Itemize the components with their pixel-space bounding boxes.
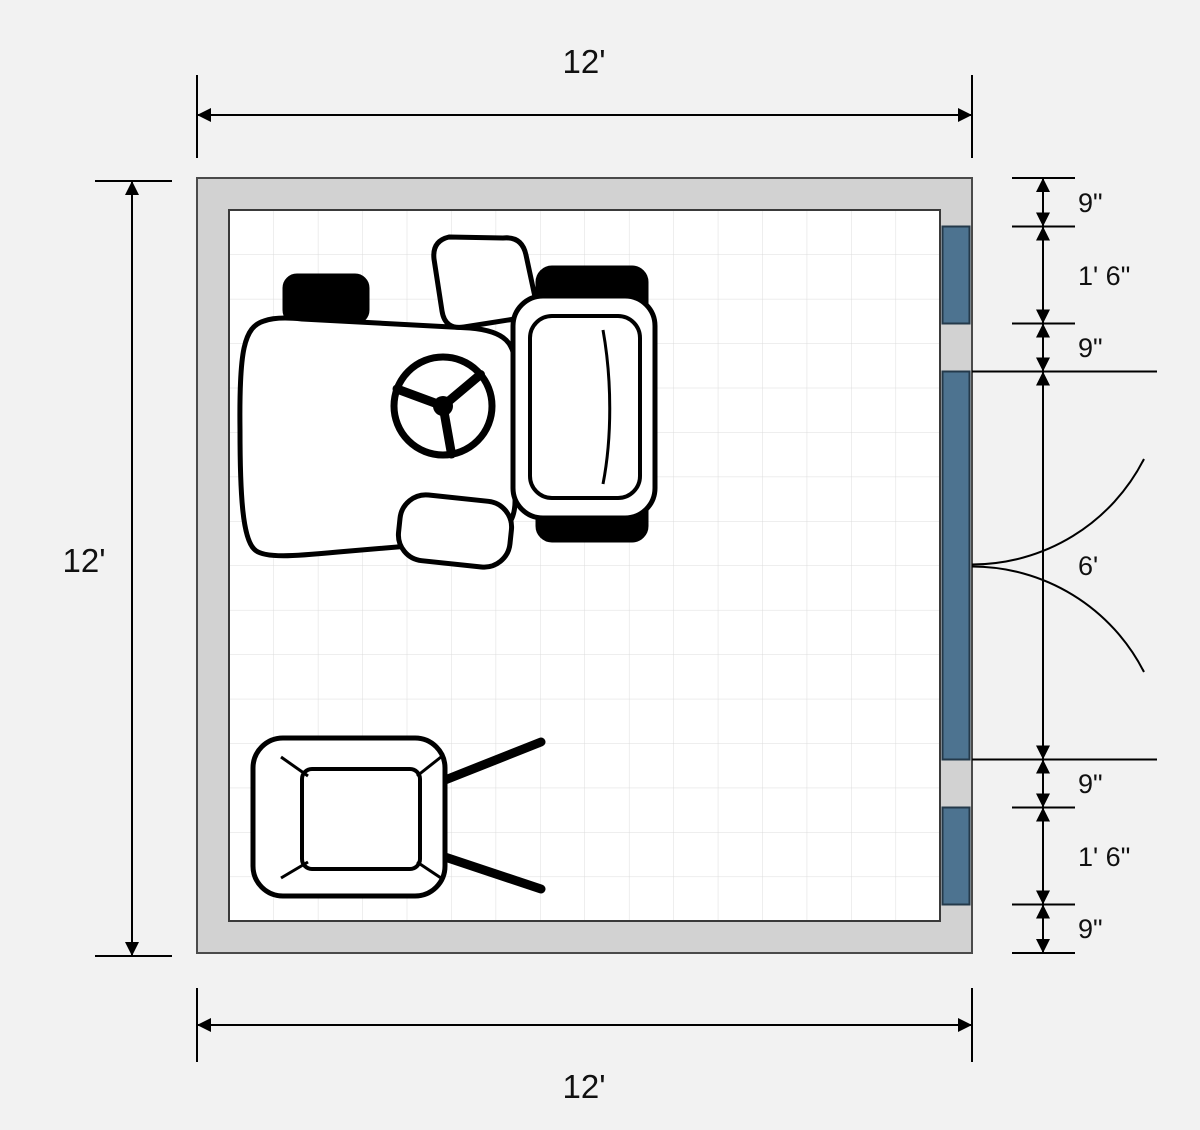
segment-label: 9" — [1078, 333, 1103, 363]
dimension-bottom: 12' — [196, 988, 973, 1105]
double-door-icon[interactable] — [941, 370, 971, 761]
mower-footrest — [395, 492, 515, 570]
door-swing — [971, 370, 1157, 761]
wheelbarrow-handle — [425, 847, 546, 894]
dimension-right-segments: 9" 1' 6" 9" 6' 9" 1' 6" 9" — [1012, 177, 1130, 954]
door-swing-arc-top — [971, 458, 1145, 566]
window-icon-bottom[interactable] — [941, 806, 971, 906]
segment-label: 9" — [1078, 188, 1103, 218]
wheelbarrow-handle — [425, 737, 546, 791]
dimension-label-left: 12' — [62, 542, 105, 579]
door-swing-arc-bottom — [971, 565, 1145, 673]
wheelbarrow-icon[interactable] — [250, 735, 546, 899]
mower-steering-wheel — [390, 353, 496, 459]
window-icon-top[interactable] — [941, 225, 971, 325]
dimension-label-top: 12' — [562, 43, 605, 80]
segment-label: 1' 6" — [1078, 261, 1130, 291]
wheelbarrow-tub-inner — [300, 767, 422, 871]
tub-corner-line — [416, 860, 442, 880]
dimension-top: 12' — [196, 43, 973, 158]
mower-hood-detail — [601, 329, 612, 485]
segment-label: 1' 6" — [1078, 842, 1130, 872]
mower-hood-inner — [528, 314, 642, 500]
mower-hood — [510, 293, 658, 521]
tub-corner-line — [416, 755, 442, 778]
segment-label: 9" — [1078, 914, 1103, 944]
segment-label: 6' — [1078, 551, 1098, 581]
dimension-label-bottom: 12' — [562, 1068, 605, 1105]
wheelbarrow-tub — [250, 735, 448, 899]
riding-mower-icon[interactable] — [237, 234, 658, 570]
dimension-left: 12' — [62, 180, 172, 957]
right-wall-openings — [941, 225, 971, 906]
segment-label: 9" — [1078, 769, 1103, 799]
